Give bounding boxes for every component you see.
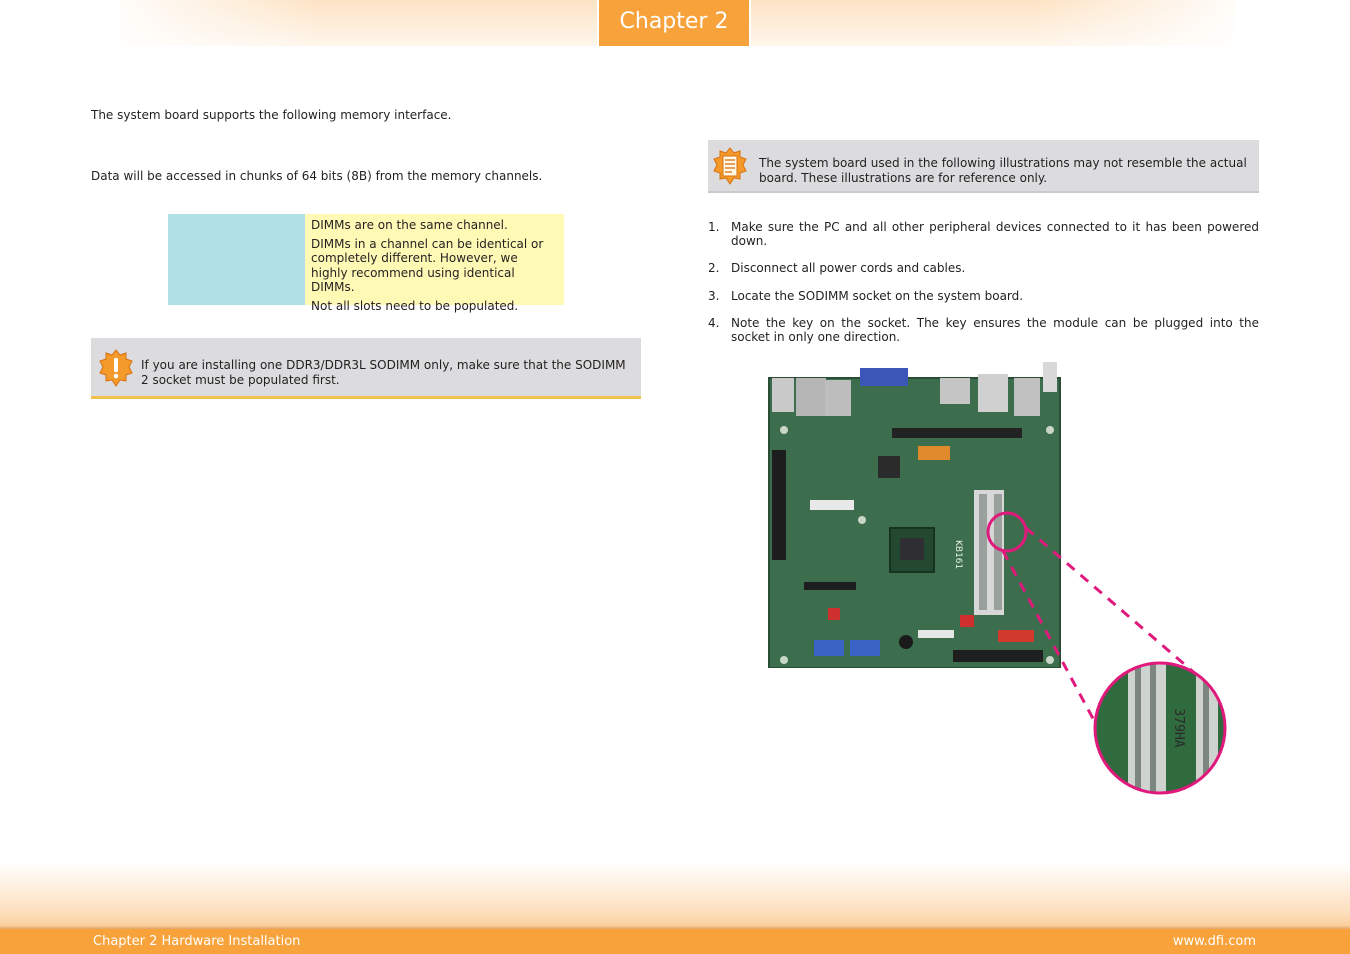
step-item: 4. Note the key on the socket. The key en…: [708, 316, 1259, 344]
caution-icon: [99, 349, 133, 387]
dimm-note: DIMMs are on the same channel.: [311, 218, 508, 232]
dimm-table-notes-cell: DIMMs are on the same channel. DIMMs in …: [305, 214, 564, 313]
step-number: 4.: [708, 316, 720, 330]
footer-chapter-label: Chapter 2 Hardware Installation: [93, 934, 301, 949]
footer-band: [0, 862, 1350, 932]
step-item: 1. Make sure the PC and all other periphe…: [708, 220, 1259, 248]
board-silkscreen-label: KB161: [953, 540, 963, 569]
data-access-text: Data will be accessed in chunks of 64 bi…: [91, 169, 543, 183]
caution-note: If you are installing one DDR3/DDR3L SOD…: [91, 338, 641, 399]
info-note-text: The system board used in the following i…: [759, 156, 1247, 185]
chapter-tab: Chapter 2: [597, 0, 751, 46]
step-number: 3.: [708, 288, 720, 303]
footer-website[interactable]: www.dfi.com: [1172, 934, 1256, 949]
install-steps: 1. Make sure the PC and all other periphe…: [708, 220, 1259, 358]
step-number: 1.: [708, 220, 720, 234]
sodimm-key-callout: 379HA: [986, 511, 1227, 795]
zoom-detail: 379HA: [1095, 663, 1225, 793]
footer-bar: Chapter 2 Hardware Installation www.dfi.…: [0, 929, 1350, 954]
step-number: 2.: [708, 261, 720, 275]
note-icon: [713, 147, 747, 185]
system-board-image: KB161: [768, 362, 1061, 668]
dimm-table: DIMMs are on the same channel. DIMMs in …: [168, 214, 564, 313]
dimm-note: Not all slots need to be populated.: [311, 298, 519, 313]
caution-note-text: If you are installing one DDR3/DDR3L SOD…: [141, 358, 626, 387]
intro-text: The system board supports the following …: [91, 108, 452, 122]
info-note: The system board used in the following i…: [708, 140, 1259, 193]
dimm-note: DIMMs in a channel can be identical or c…: [311, 236, 544, 295]
highlight-circle: [986, 511, 1028, 553]
step-text: Locate the SODIMM socket on the system b…: [731, 288, 1024, 303]
step-text: Note the key on the socket. The key ensu…: [731, 316, 1259, 344]
step-text: Disconnect all power cords and cables.: [731, 261, 966, 275]
zoom-label: 379HA: [1171, 708, 1186, 747]
step-item: 2. Disconnect all power cords and cables.: [708, 261, 1259, 276]
step-text: Make sure the PC and all other periphera…: [731, 220, 1259, 248]
step-item: 3. Locate the SODIMM socket on the system…: [708, 288, 1259, 304]
dimm-table-label-cell: [168, 214, 305, 305]
